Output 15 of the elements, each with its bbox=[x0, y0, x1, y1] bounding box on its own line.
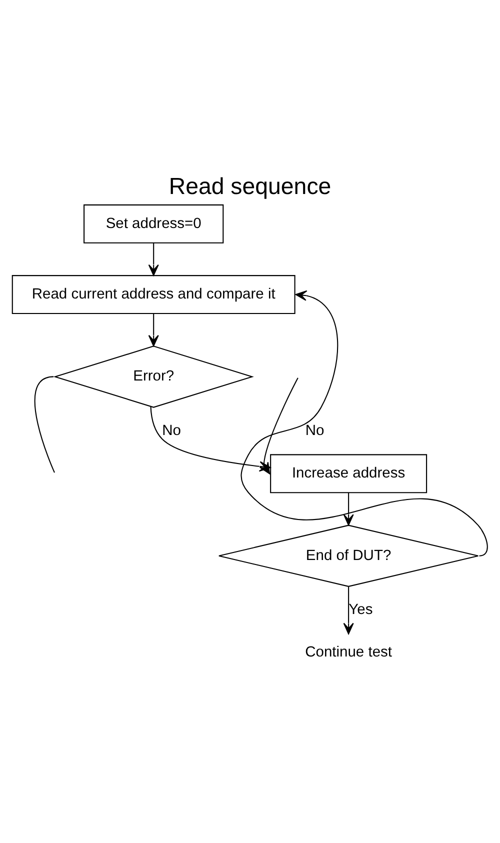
node-diamond: Error? bbox=[53, 346, 254, 408]
edge-label: Yes bbox=[348, 602, 373, 618]
node-box: Read current address and compare it bbox=[12, 275, 296, 314]
node-diamond: End of DUT? bbox=[218, 524, 479, 587]
edge-label: No bbox=[162, 422, 181, 439]
connector bbox=[34, 376, 55, 473]
node-text: Continue test bbox=[305, 644, 392, 661]
node-box: Set address=0 bbox=[84, 204, 224, 244]
edge-label: No bbox=[305, 422, 324, 439]
node-box: Increase address bbox=[270, 454, 428, 494]
arrow bbox=[343, 586, 354, 634]
arrow bbox=[343, 492, 354, 526]
arrow bbox=[148, 314, 159, 346]
arrow bbox=[148, 242, 159, 276]
diagram-title: Read sequence bbox=[168, 172, 332, 199]
